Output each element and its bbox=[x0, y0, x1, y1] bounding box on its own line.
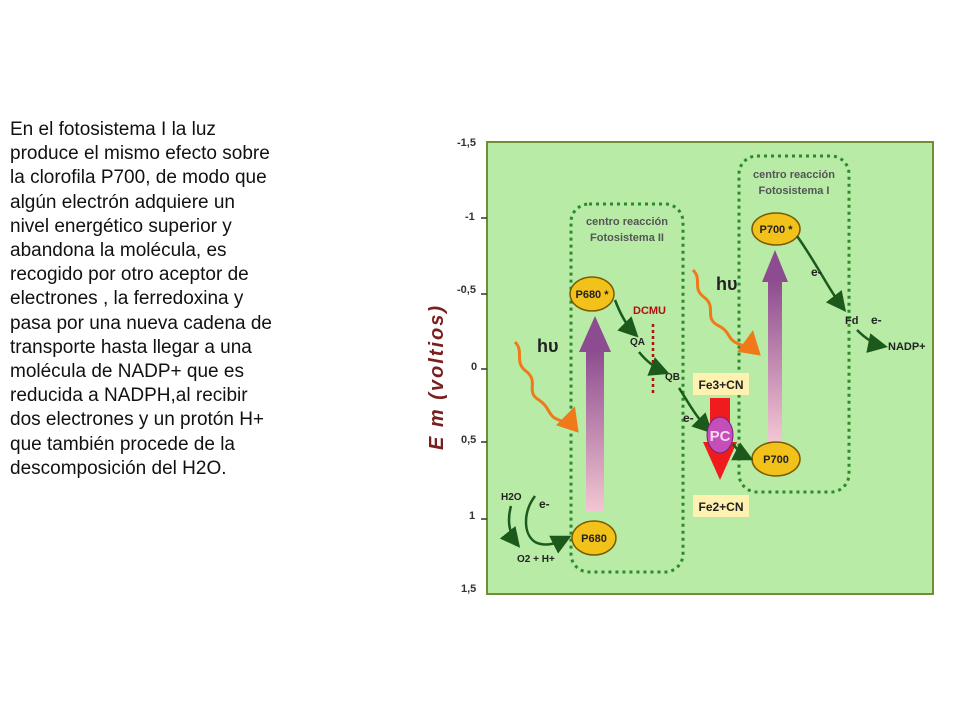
light-label-ps1: hυ bbox=[716, 274, 737, 294]
o2-label: O2 + H+ bbox=[517, 554, 555, 565]
ps1-title-1: centro reacción bbox=[753, 169, 835, 181]
paragraph-line: reducida a NADPH,al recibir bbox=[10, 385, 248, 407]
water-split-arrow bbox=[499, 505, 521, 548]
paragraph-line: algún electrón adquiere un bbox=[10, 191, 236, 213]
diagram-panel bbox=[486, 141, 934, 595]
y-tick: 0 bbox=[471, 361, 477, 373]
electron-arrow-water-p680 bbox=[524, 495, 572, 554]
electron-arrow-qa-qb bbox=[638, 351, 670, 376]
fe2-box bbox=[693, 495, 749, 517]
fe3-box bbox=[693, 373, 749, 395]
p700-excited bbox=[751, 212, 801, 246]
ps2-title-1: centro reacción bbox=[586, 216, 668, 228]
p680-excited-label: P680 * bbox=[575, 289, 609, 301]
paragraph-line: la clorofila P700, de modo que bbox=[10, 167, 267, 189]
y-tick: 1 bbox=[469, 510, 475, 522]
z-scheme-diagram: E m (voltios) -1,5 -1 -0,5 0 0,5 1 1,5 c… bbox=[426, 137, 934, 595]
photosystem-2-box bbox=[569, 202, 685, 574]
paragraph-line: descomposición del H2O. bbox=[10, 457, 227, 479]
red-arrow-head bbox=[703, 442, 737, 480]
electron-label-nadp: e- bbox=[871, 313, 882, 327]
fd-label: Fd bbox=[845, 315, 858, 327]
electron-arrow-qb-pc bbox=[677, 387, 713, 434]
ps2-energy-arrow-shaft bbox=[586, 350, 604, 512]
electron-arrow-pc-p700 bbox=[731, 442, 754, 461]
light-label-ps2: hυ bbox=[537, 336, 558, 356]
y-axis-label: E m (voltios) bbox=[426, 304, 448, 450]
paragraph-line: que también procede de la bbox=[10, 433, 235, 455]
paragraph-line: pasa por una nueva cadena de bbox=[10, 312, 272, 334]
fe3-label: Fe3+CN bbox=[698, 378, 743, 392]
paragraph-line: recogido por otro aceptor de bbox=[10, 264, 249, 286]
electron-label-water: e- bbox=[539, 497, 550, 511]
p700-excited-label: P700 * bbox=[759, 224, 793, 236]
pc-molecule bbox=[706, 416, 734, 454]
ps1-energy-arrow-head bbox=[762, 250, 788, 282]
p680-ground-label: P680 bbox=[581, 533, 607, 545]
fe2-label: Fe2+CN bbox=[698, 500, 743, 514]
paragraph-line: dos electrones y un protón H+ bbox=[10, 409, 265, 431]
dcmu-label: DCMU bbox=[633, 305, 666, 317]
light-wave-ps1 bbox=[691, 268, 761, 356]
p680-excited bbox=[569, 276, 615, 312]
y-tick: -1 bbox=[465, 211, 475, 223]
y-tick: -1,5 bbox=[457, 137, 476, 149]
paragraph-line: molécula de NADP+ que es bbox=[10, 361, 244, 383]
qb-label: QB bbox=[665, 372, 680, 383]
nadp-label: NADP+ bbox=[888, 341, 926, 353]
ps2-energy-arrow-head bbox=[579, 316, 611, 352]
ps1-energy-arrow-shaft bbox=[768, 280, 782, 442]
y-tick: 1,5 bbox=[461, 583, 476, 595]
ps2-title-2: Fotosistema II bbox=[590, 232, 664, 244]
paragraph-line: produce el mismo efecto sobre bbox=[10, 143, 270, 165]
explanation-paragraph: En el fotosistema I la luz produce el mi… bbox=[10, 118, 350, 481]
electron-arrow-p700-fd bbox=[795, 235, 847, 312]
ps1-title-2: Fotosistema I bbox=[759, 185, 830, 197]
paragraph-line: transporte hasta llegar a una bbox=[10, 336, 252, 358]
pc-label: PC bbox=[710, 428, 731, 445]
electron-label-qb: e- bbox=[683, 411, 694, 425]
p700-ground-label: P700 bbox=[763, 454, 789, 466]
paragraph-line: electrones , la ferredoxina y bbox=[10, 288, 244, 310]
y-tick: 0,5 bbox=[461, 434, 476, 446]
p680-ground bbox=[571, 520, 617, 556]
paragraph-line: nivel energético superior y bbox=[10, 215, 232, 237]
y-tick: -0,5 bbox=[457, 284, 476, 296]
h2o-label: H2O bbox=[501, 492, 522, 503]
photosystem-1-box bbox=[737, 154, 851, 494]
electron-arrow-fd-nadp bbox=[856, 329, 888, 353]
paragraph-line: En el fotosistema I la luz bbox=[10, 119, 216, 140]
qa-label: QA bbox=[630, 337, 645, 348]
electron-arrow-p680-qa bbox=[613, 299, 639, 338]
paragraph-line: abandona la molécula, es bbox=[10, 240, 227, 262]
electron-label-fd: e- bbox=[811, 265, 822, 279]
light-wave-ps2 bbox=[513, 340, 579, 433]
